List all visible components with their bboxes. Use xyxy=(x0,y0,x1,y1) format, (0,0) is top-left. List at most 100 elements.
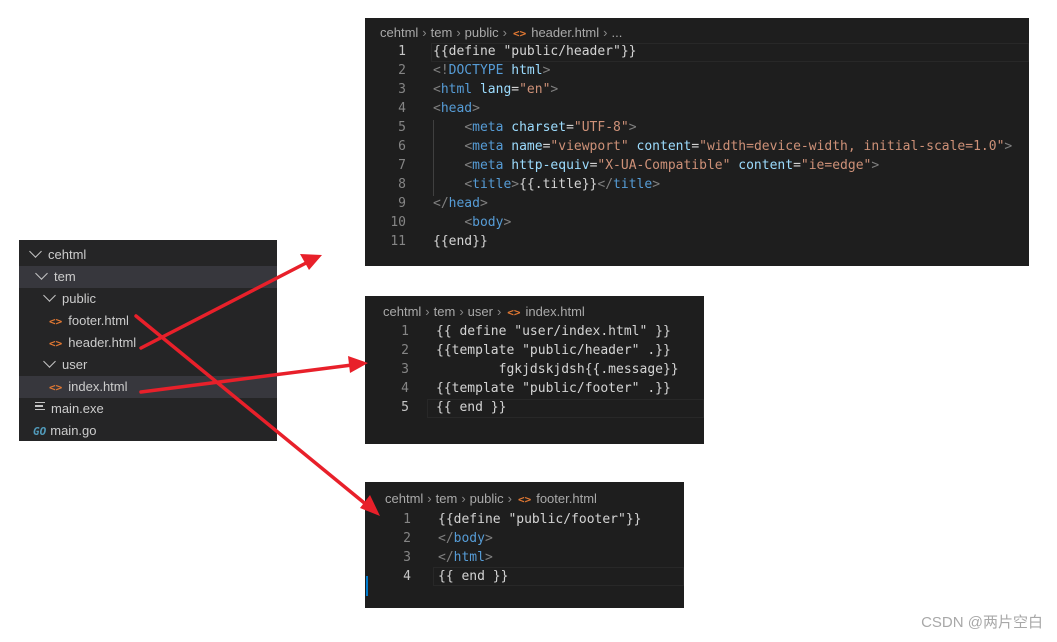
watermark: CSDN @两片空白 xyxy=(921,614,1043,631)
code-line[interactable]: {{define "public/footer"}} xyxy=(438,510,642,529)
code-token: > xyxy=(472,101,480,116)
code-token: = xyxy=(691,139,700,154)
code-token: "ie=edge" xyxy=(800,158,872,173)
breadcrumb: cehtml›tem›user›<>index.html xyxy=(383,304,585,319)
tree-item-tem[interactable]: tem xyxy=(19,266,277,288)
code-token: < xyxy=(464,120,473,135)
code-token: < xyxy=(464,139,473,154)
code-line[interactable]: </body> xyxy=(438,529,493,548)
code-token: title xyxy=(613,177,653,192)
line-number: 7 xyxy=(398,158,406,173)
tree-item-public[interactable]: public xyxy=(19,288,277,310)
breadcrumb-item[interactable]: public xyxy=(469,491,504,506)
code-token: </ xyxy=(433,196,449,211)
file-explorer: cehtml tem public <>footer.html <>header… xyxy=(19,240,277,441)
code-token: "X-UA-Compatible" xyxy=(597,158,731,173)
code-token: {{ end }} xyxy=(438,569,509,584)
code-token: {{define "public/footer"}} xyxy=(438,512,642,527)
code-line[interactable]: <body> xyxy=(433,213,511,232)
code-token: content xyxy=(738,158,794,173)
code-line[interactable]: </html> xyxy=(438,548,493,567)
breadcrumb-item[interactable]: tem xyxy=(430,25,453,40)
code-line[interactable]: fgkjdskjdsh{{.message}} xyxy=(436,360,679,379)
code-line[interactable]: {{ define "user/index.html" }} xyxy=(436,322,671,341)
code-token: body xyxy=(453,531,485,546)
arrowhead xyxy=(300,254,322,270)
code-token: {{ end }} xyxy=(436,400,507,415)
line-number: 2 xyxy=(401,343,409,358)
code-line[interactable]: <meta http-equiv="X-UA-Compatible" conte… xyxy=(433,156,879,175)
code-line[interactable]: <title>{{.title}}</title> xyxy=(433,175,660,194)
breadcrumb-item[interactable]: footer.html xyxy=(536,491,597,506)
code-token: fgkjdskjdsh{{.message}} xyxy=(436,362,679,377)
code-token: </ xyxy=(438,531,454,546)
code-token: {{.title}} xyxy=(519,177,598,192)
current-line-highlight xyxy=(433,567,684,586)
arrowhead xyxy=(348,356,368,373)
line-number: 9 xyxy=(398,196,406,211)
code-token: DOCTYPE xyxy=(448,63,504,78)
breadcrumb-item[interactable]: tem xyxy=(435,491,458,506)
code-token: body xyxy=(472,215,504,230)
tree-item-cehtml[interactable]: cehtml xyxy=(19,244,277,266)
breadcrumb-item[interactable]: cehtml xyxy=(380,25,419,40)
code-token: > xyxy=(550,82,559,97)
code-token: = xyxy=(511,82,520,97)
code-line[interactable]: {{end}} xyxy=(433,232,488,251)
code-token: = xyxy=(566,120,574,135)
arrow-index xyxy=(139,363,354,394)
code-token: <! xyxy=(433,63,449,78)
code-token: name xyxy=(511,139,543,154)
current-line-highlight xyxy=(431,43,1029,62)
breadcrumb-more[interactable]: ... xyxy=(611,25,623,40)
breadcrumb-item[interactable]: public xyxy=(464,25,499,40)
breadcrumb-item[interactable]: cehtml xyxy=(383,304,422,319)
code-token: {{ define "user/index.html" }} xyxy=(436,324,671,339)
code-line[interactable]: <!DOCTYPE html> xyxy=(433,61,550,80)
code-token: </ xyxy=(597,177,614,192)
code-line[interactable]: <head> xyxy=(433,99,480,118)
code-token: head xyxy=(440,101,473,116)
code-token: > xyxy=(652,177,661,192)
breadcrumb-item[interactable]: index.html xyxy=(525,304,585,319)
line-number: 3 xyxy=(401,362,409,377)
code-line[interactable]: {{ end }} xyxy=(438,567,508,586)
code-token: meta xyxy=(472,120,504,135)
code-line[interactable]: {{template "public/header" .}} xyxy=(436,341,671,360)
tree-item-main-exe[interactable]: main.exe xyxy=(19,398,277,420)
line-number: 4 xyxy=(401,381,409,396)
code-token: {{template "public/footer" .}} xyxy=(436,381,671,396)
html-file-icon: <> xyxy=(507,306,521,319)
breadcrumb-item[interactable]: header.html xyxy=(531,25,600,40)
breadcrumb-item[interactable]: user xyxy=(467,304,493,319)
code-line[interactable]: <meta charset="UTF-8"> xyxy=(433,118,636,137)
code-line[interactable]: <html lang="en"> xyxy=(433,80,558,99)
code-token: lang xyxy=(479,82,512,97)
code-line[interactable]: {{define "public/header"}} xyxy=(433,42,637,61)
line-number: 3 xyxy=(403,550,411,565)
breadcrumb-item[interactable]: tem xyxy=(433,304,456,319)
code-token: > xyxy=(479,196,488,211)
code-token: {{template "public/header" .}} xyxy=(436,343,671,358)
code-line[interactable]: <meta name="viewport" content="width=dev… xyxy=(433,137,1012,156)
code-line[interactable]: </head> xyxy=(433,194,488,213)
line-number: 4 xyxy=(403,569,411,584)
code-token: < xyxy=(464,158,473,173)
breadcrumb: cehtml›tem›public›<>footer.html xyxy=(385,491,597,506)
code-line[interactable]: {{ end }} xyxy=(436,398,506,417)
line-number: 5 xyxy=(401,400,409,415)
code-token: = xyxy=(589,158,598,173)
breadcrumb-item[interactable]: cehtml xyxy=(385,491,424,506)
tree-item-footer-html[interactable]: <>footer.html xyxy=(49,313,129,328)
arrow-footer xyxy=(134,314,370,508)
line-number: 2 xyxy=(403,531,411,546)
code-token: < xyxy=(464,177,473,192)
tree-item-user[interactable]: user xyxy=(19,354,277,376)
code-token: content xyxy=(636,139,692,154)
code-line[interactable]: {{template "public/footer" .}} xyxy=(436,379,671,398)
tree-item-header-html[interactable]: <>header.html xyxy=(49,335,137,350)
